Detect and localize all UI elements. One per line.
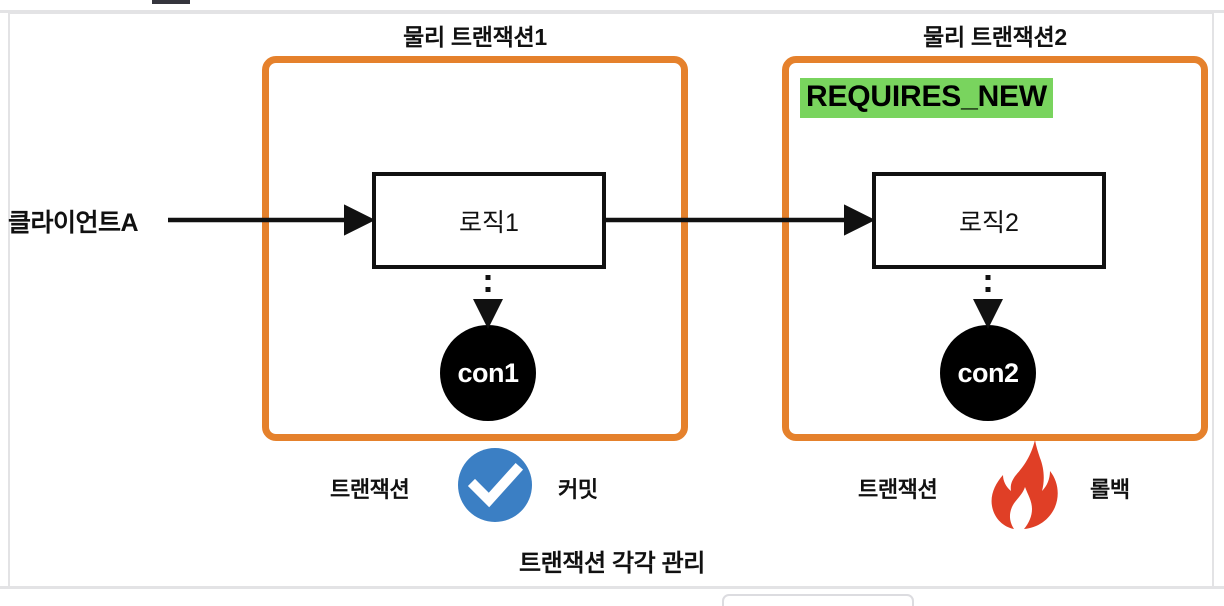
bottom-chip: [722, 594, 914, 606]
transaction-2-container: [782, 56, 1208, 441]
logic-1-label: 로직1: [459, 208, 519, 237]
top-divider: [0, 10, 1224, 13]
flame-icon: [991, 440, 1058, 529]
transaction-1-title: 물리 트랜잭션1: [403, 24, 547, 50]
logic-2-box: 로직2: [872, 172, 1106, 269]
connection-1-label: con1: [457, 357, 519, 388]
bottom-divider: [0, 586, 1224, 589]
footer-note: 트랜잭션 각각 관리: [519, 550, 705, 577]
transaction-1-status-result: 커밋: [558, 477, 598, 502]
client-label: 클라이언트A: [8, 209, 139, 237]
connection-2-node: con2: [940, 325, 1036, 421]
transaction-2-title: 물리 트랜잭션2: [923, 24, 1067, 50]
transaction-1-status-prefix: 트랜잭션: [330, 477, 410, 502]
logic-2-label: 로직2: [959, 208, 1019, 237]
transaction-2-status-result: 롤백: [1090, 477, 1130, 502]
top-tab-marker: [152, 0, 190, 4]
transaction-2-status-prefix: 트랜잭션: [858, 477, 938, 502]
logic-1-box: 로직1: [372, 172, 606, 269]
transaction-1-container: [262, 56, 688, 441]
connection-1-node: con1: [440, 325, 536, 421]
propagation-badge: REQUIRES_NEW: [800, 78, 1053, 119]
connection-2-label: con2: [957, 357, 1019, 388]
check-circle-icon: [458, 448, 532, 522]
